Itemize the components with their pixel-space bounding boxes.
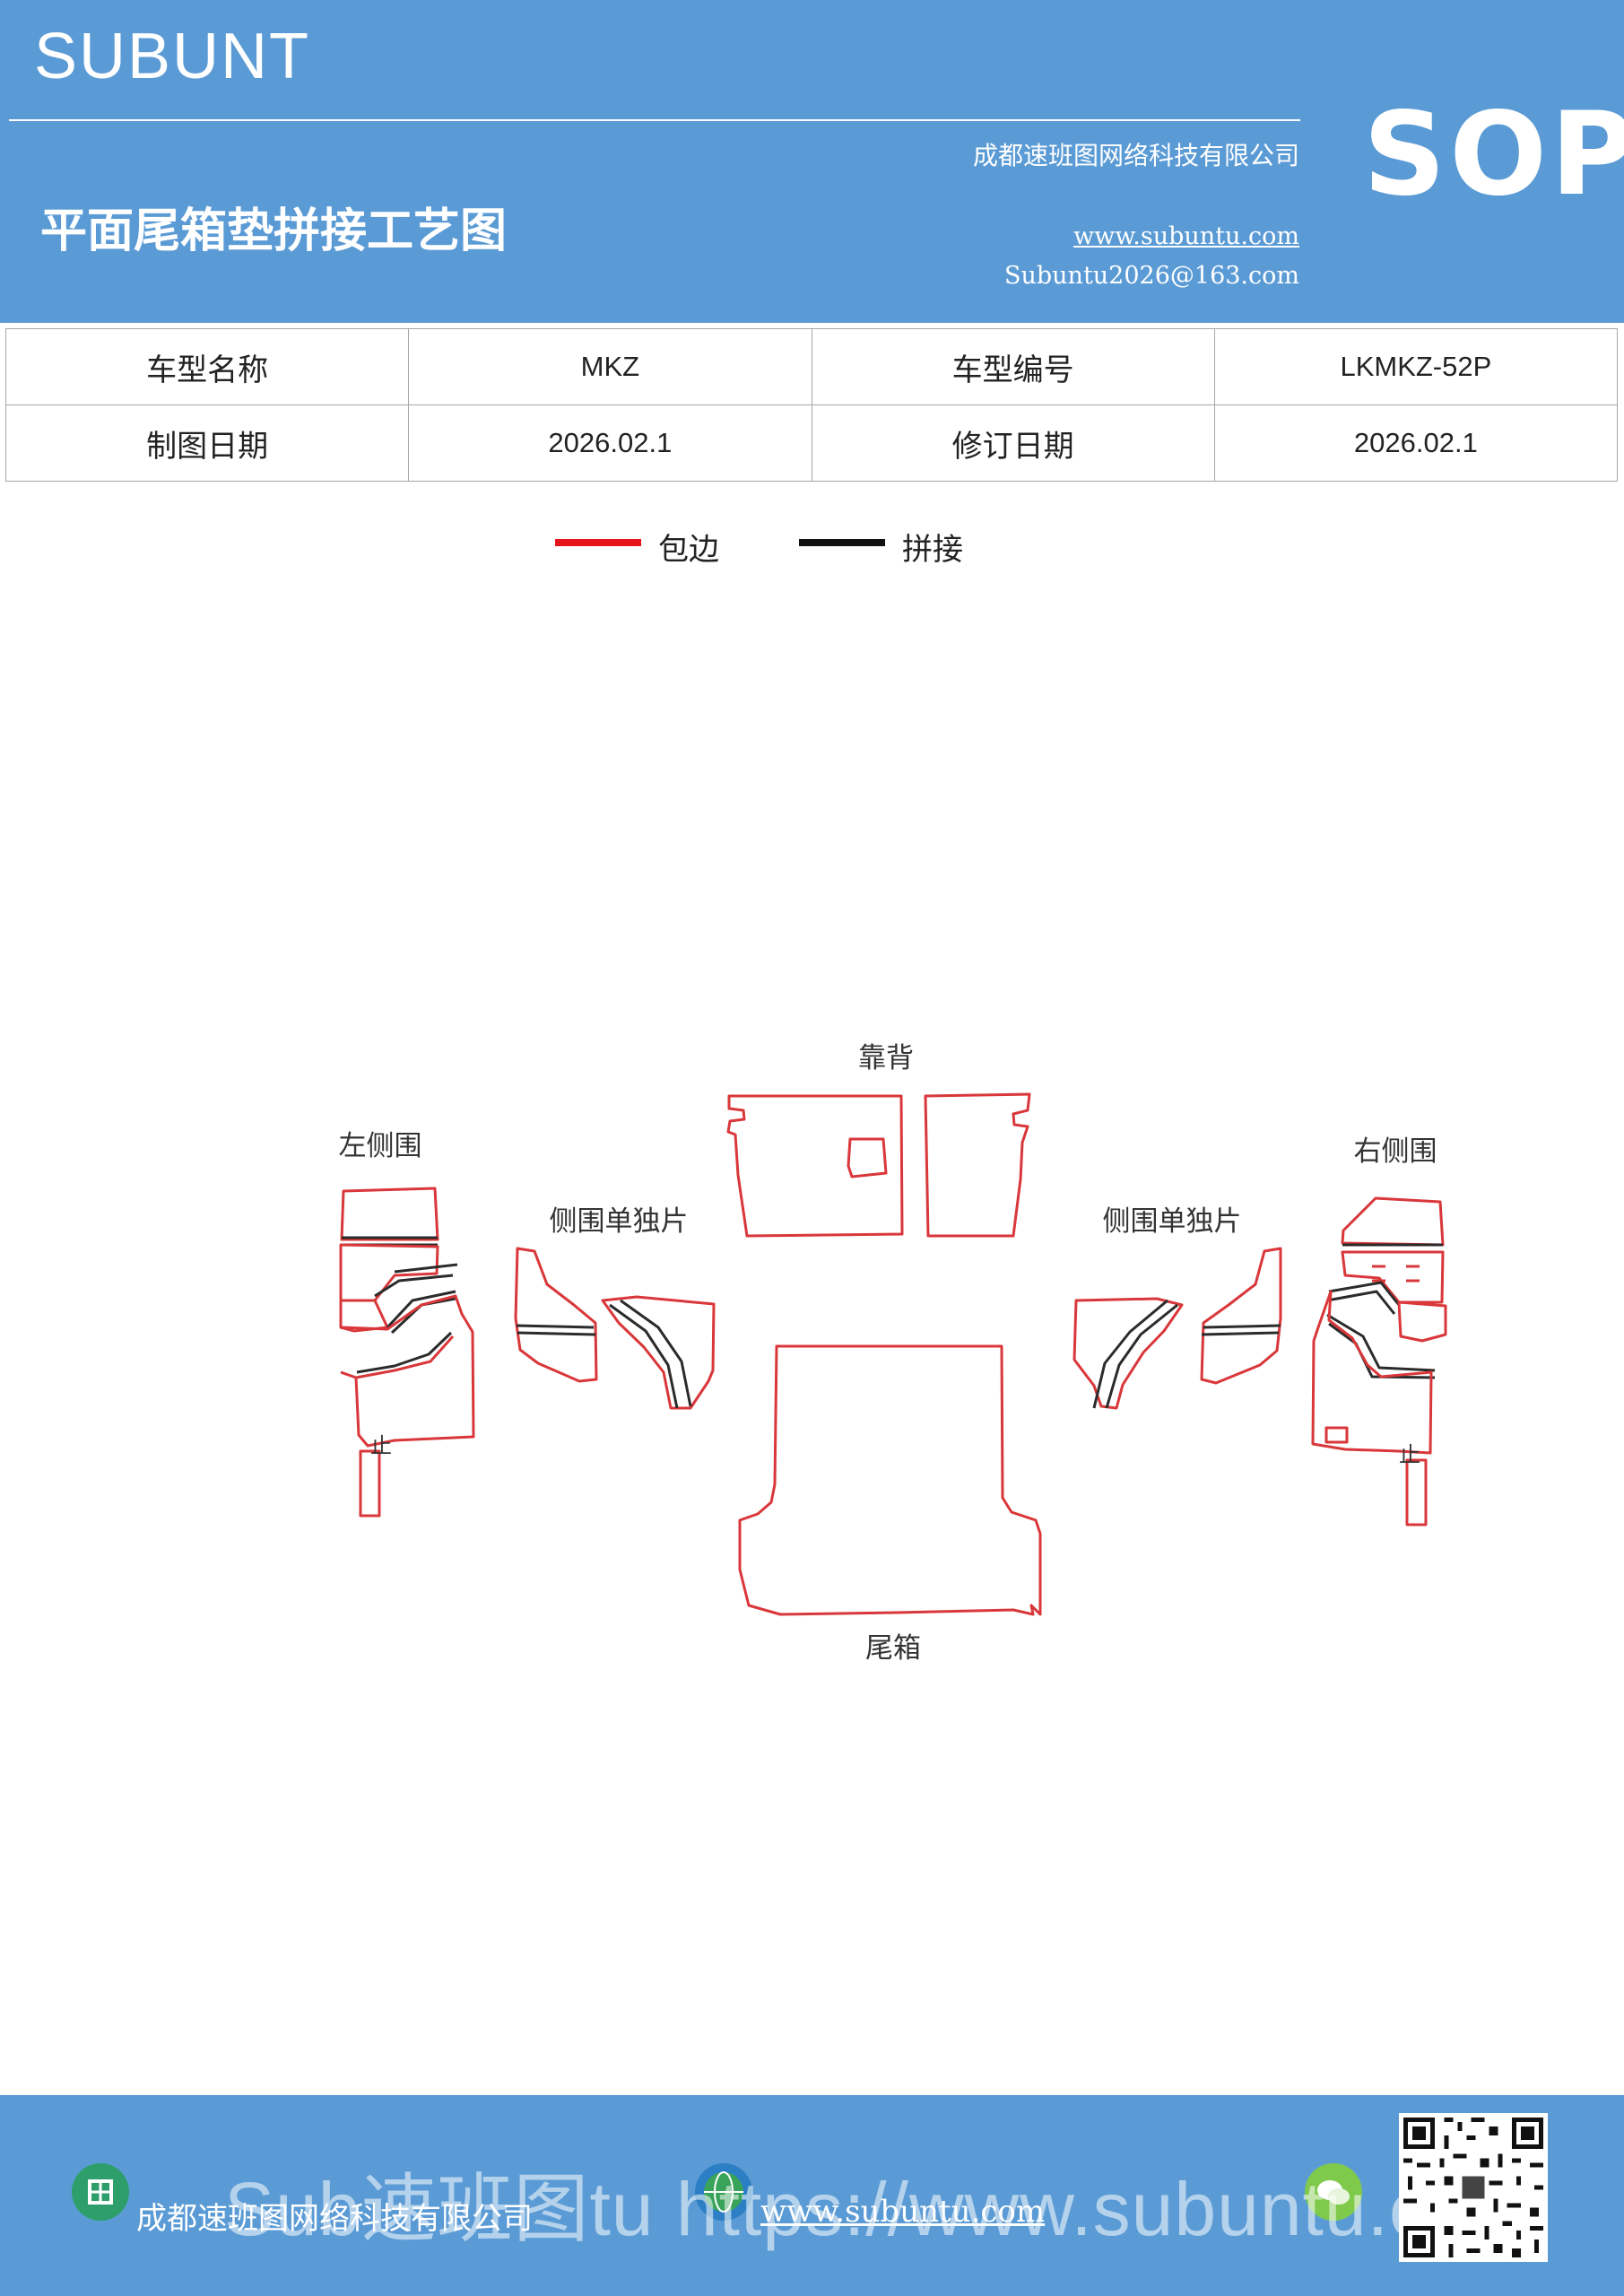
left-single-seam-a [516, 1324, 596, 1336]
table-cell-label: 制图日期 [4, 404, 410, 482]
brand-logo-text: SUBUNT [34, 21, 311, 92]
table-cell-label: 修订日期 [811, 404, 1215, 482]
wechat-icon [1305, 2163, 1362, 2221]
right-side-small-rect [1324, 1426, 1349, 1444]
left-side-seam-4 [356, 1331, 453, 1374]
legend-label-seam: 拼接 [902, 532, 963, 568]
backrest-hole [847, 1137, 888, 1178]
legend-swatch-seam [799, 539, 885, 546]
right-single-seam-a [1092, 1299, 1178, 1409]
vehicle-info-table: 车型名称 MKZ 车型编号 LKMKZ-52P 制图日期 2026.02.1 修… [4, 328, 1619, 482]
header-divider [9, 119, 1300, 121]
legend-label-edging: 包边 [658, 532, 719, 568]
label-right-stop: 止 [1399, 1442, 1420, 1467]
legend-swatch-edging [555, 539, 641, 546]
table-cell-value: MKZ [408, 328, 812, 405]
footer-watermark-text: Sub速班图tu https://www.subuntu.com [224, 2167, 1534, 2251]
left-side-mid-panel [339, 1243, 439, 1302]
left-single-seam-b [609, 1299, 692, 1409]
email-address: Subuntu2026@163.com [1004, 262, 1299, 290]
table-cell-value: 2026.02.1 [1213, 404, 1619, 482]
left-side-main-panel [340, 1294, 475, 1448]
header-banner: SUBUNT 平面尾箱垫拼接工艺图 成都速班图网络科技有限公司 www.subu… [0, 0, 1624, 323]
left-side-strip [359, 1449, 381, 1518]
table-cell-label: 车型名称 [4, 328, 410, 405]
footer-banner: 成都速班图网络科技有限公司 www.subuntu.com Sub速班图tu h… [0, 2095, 1624, 2296]
backrest-left-panel [726, 1094, 904, 1238]
building-icon [72, 2163, 129, 2221]
table-cell-label: 车型编号 [811, 328, 1215, 405]
document-title: 平面尾箱垫拼接工艺图 [40, 204, 508, 258]
label-backrest: 靠背 [858, 1042, 914, 1074]
right-side-seam-3 [1326, 1313, 1436, 1379]
legend: 包边 拼接 [0, 525, 1624, 570]
globe-icon [695, 2163, 752, 2221]
backrest-right-panel [924, 1092, 1031, 1238]
label-left-side: 左侧围 [339, 1130, 422, 1162]
label-side-single-right: 侧围单独片 [1103, 1205, 1242, 1238]
left-single-piece-a [514, 1247, 598, 1383]
right-side-main-panel [1311, 1290, 1433, 1455]
table-row: 制图日期 2026.02.1 修订日期 2026.02.1 [4, 404, 1619, 482]
website-link[interactable]: www.subuntu.com [1073, 222, 1299, 250]
right-side-lower-panel [1397, 1300, 1447, 1343]
footer-company: 成都速班图网络科技有限公司 [136, 2201, 533, 2237]
right-side-seam-2 [1326, 1281, 1401, 1315]
right-side-top-panel [1341, 1196, 1445, 1247]
right-single-seam-b [1201, 1324, 1281, 1336]
label-right-side: 右侧围 [1354, 1135, 1437, 1168]
table-row: 车型名称 MKZ 车型编号 LKMKZ-52P [4, 328, 1619, 405]
label-left-stop: 止 [370, 1433, 392, 1458]
table-cell-value: LKMKZ-52P [1213, 328, 1619, 405]
sop-badge: SOP [1363, 88, 1624, 222]
table-cell-value: 2026.02.1 [408, 404, 812, 482]
trunk-panel [738, 1344, 1042, 1616]
label-trunk: 尾箱 [865, 1632, 921, 1665]
label-side-single-left: 侧围单独片 [550, 1205, 689, 1238]
right-side-strip [1405, 1458, 1428, 1526]
qr-code [1399, 2113, 1548, 2262]
left-side-top-panel [340, 1187, 439, 1241]
company-name: 成都速班图网络科技有限公司 [972, 141, 1299, 170]
footer-website-link[interactable]: www.subuntu.com [760, 2194, 1046, 2230]
trunk-mat-diagram: 靠背 尾箱 左侧围 止 侧围单独片 侧围单独片 [339, 1042, 1447, 1665]
left-side-seam-1 [342, 1236, 438, 1247]
right-single-piece-b [1200, 1247, 1282, 1385]
right-side-marker-1 [1372, 1265, 1420, 1283]
left-single-piece-b [601, 1295, 716, 1410]
left-side-seam-2 [374, 1263, 458, 1298]
right-single-piece-a [1073, 1297, 1184, 1410]
